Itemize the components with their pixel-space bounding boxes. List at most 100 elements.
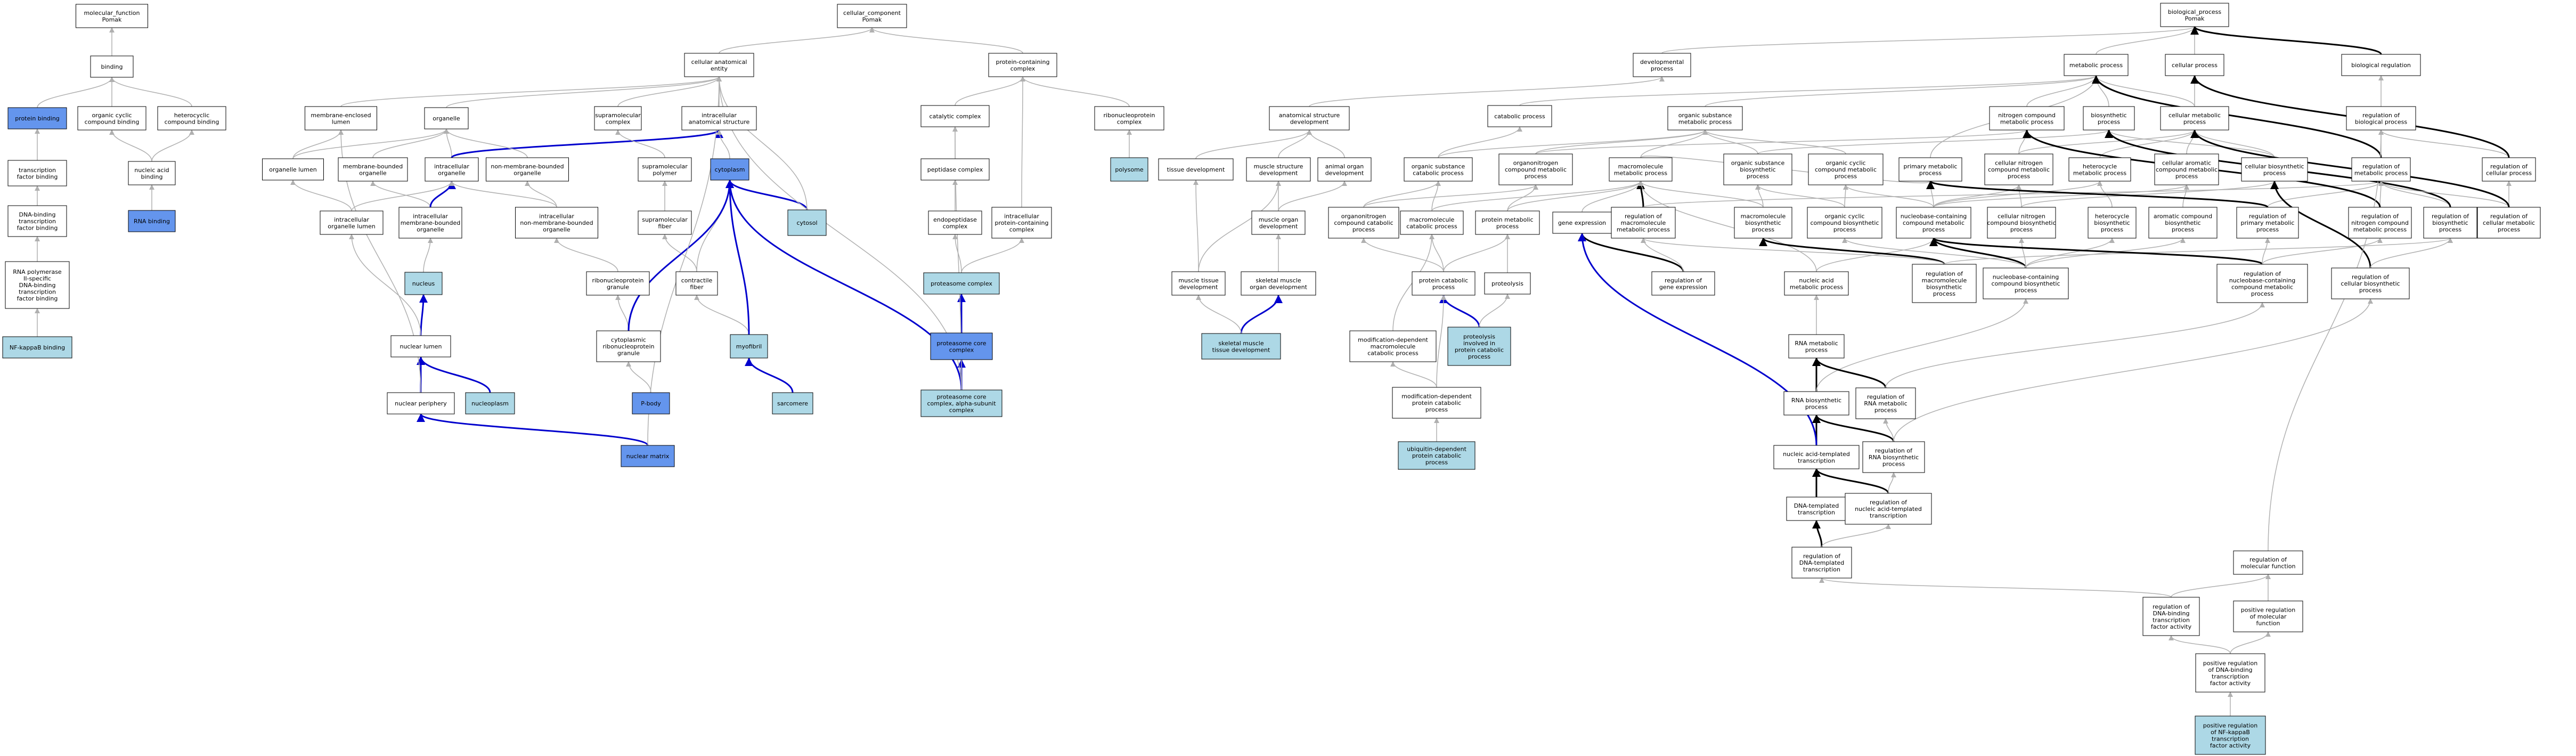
node-proteasome[interactable]: proteasome complex (923, 272, 1000, 295)
node-metproc[interactable]: metabolic process (2064, 54, 2129, 76)
node-orglumen[interactable]: organelle lumen (262, 158, 324, 181)
node-inmbo[interactable]: intracellularnon-membrane-boundedorganel… (515, 207, 598, 239)
node-regdbtfa[interactable]: regulation ofDNA-bindingtranscriptionfac… (2142, 597, 2200, 636)
node-nucmatrix[interactable]: nuclear matrix (621, 445, 675, 467)
node-sarcomere[interactable]: sarcomere (772, 392, 813, 414)
node-nucperi[interactable]: nuclear periphery (387, 392, 455, 414)
node-cytosol[interactable]: cytosol (787, 209, 827, 236)
node-myofibril[interactable]: myofibril (730, 334, 768, 359)
node-regnbcmp[interactable]: regulation ofnucleobase-containingcompou… (2216, 264, 2308, 303)
node-rnapol[interactable]: RNA polymeraseII-specificDNA-bindingtran… (5, 261, 70, 309)
node-binding[interactable]: binding (90, 55, 134, 78)
node-protbind[interactable]: protein binding (7, 107, 67, 129)
node-bioreg[interactable]: biological regulation (2341, 54, 2421, 76)
node-nucleoplasm[interactable]: nucleoplasm (465, 392, 515, 414)
node-proteol[interactable]: proteolysis (1484, 272, 1531, 295)
node-peptcx[interactable]: peptidase complex (920, 158, 990, 181)
node-moddep[interactable]: modification-dependentmacromoleculecatab… (1349, 330, 1437, 362)
node-geneexp[interactable]: gene expression (1552, 212, 1612, 234)
node-catcx[interactable]: catalytic complex (920, 105, 990, 127)
node-catproc[interactable]: catabolic process (1487, 105, 1552, 127)
node-polysome[interactable]: polysome (1110, 157, 1148, 182)
node-nucleus[interactable]: nucleus (404, 272, 443, 295)
node-tissdev[interactable]: tissue development (1158, 158, 1234, 181)
node-organelle[interactable]: organelle (424, 107, 469, 129)
node-regmacrobio[interactable]: regulation ofmacromoleculebiosyntheticpr… (1912, 264, 1977, 303)
node-nfkb[interactable]: NF-kappaB binding (2, 336, 72, 359)
node-cellproc[interactable]: cellular process (2165, 54, 2224, 76)
node-rnabind[interactable]: RNA binding (128, 210, 176, 232)
